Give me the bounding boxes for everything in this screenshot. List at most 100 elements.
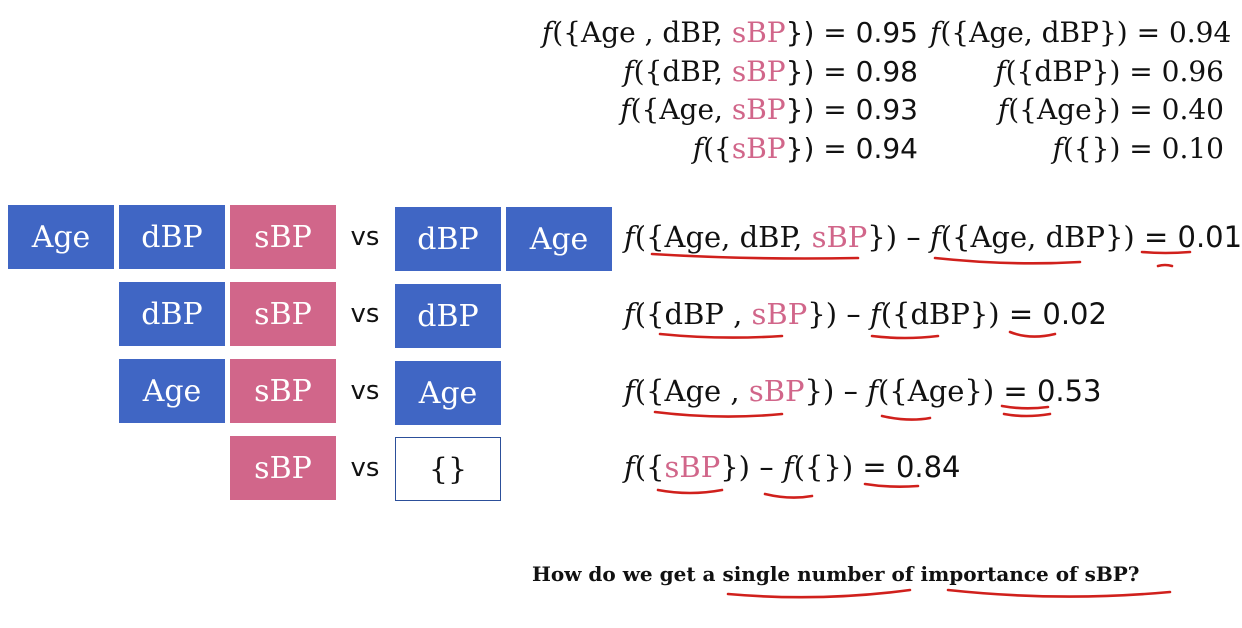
equations-with-sbp: f({Age , dBP, sBP}) = 0.95 f({dBP, sBP})… bbox=[500, 14, 918, 168]
equations-without-sbp: f({Age, dBP}) = 0.94 f({dBP}) = 0.96 f({… bbox=[930, 14, 1231, 169]
equation-prefix: ({dBP, bbox=[633, 54, 732, 88]
underline-mark bbox=[933, 256, 1082, 265]
underline-mark bbox=[650, 252, 860, 260]
difference-equation-4: f({sBP}) – f({}) = 0.84 bbox=[624, 450, 961, 484]
question-text: How do we get a single number of importa… bbox=[532, 562, 1140, 586]
function-f: f bbox=[624, 220, 635, 254]
underline-mark bbox=[863, 482, 920, 488]
equation-sbp: f({sBP}) = 0.94 bbox=[500, 130, 918, 169]
minus-sign: – bbox=[749, 450, 783, 484]
underline-mark bbox=[726, 588, 912, 599]
equals-sign: = bbox=[853, 450, 896, 484]
sbp-label: sBP bbox=[748, 374, 805, 408]
sbp-label: sBP bbox=[811, 220, 868, 254]
marginal-contribution: 0.53 bbox=[1036, 374, 1102, 408]
function-f: f bbox=[995, 54, 1006, 88]
diff-text: ({Age, dBP, bbox=[634, 220, 812, 254]
equation-suffix: }) = 0.94 bbox=[785, 131, 918, 165]
sbp-label: sBP bbox=[664, 450, 721, 484]
equation-suffix: }) = 0.93 bbox=[785, 93, 918, 126]
diff-text: }) bbox=[804, 374, 835, 408]
feature-box-age: Age bbox=[395, 361, 501, 425]
equation-empty-set: f({}) = 0.10 bbox=[930, 130, 1224, 169]
underline-mark bbox=[880, 414, 932, 421]
function-f: f bbox=[930, 16, 941, 49]
vs-label: vs bbox=[350, 299, 380, 329]
sbp-label: sBP bbox=[731, 131, 786, 165]
minus-sign: – bbox=[897, 220, 930, 254]
feature-box-dbp: dBP bbox=[119, 205, 225, 269]
diff-text: }) bbox=[720, 450, 750, 484]
underline-mark bbox=[658, 332, 784, 339]
minus-sign: – bbox=[834, 374, 868, 408]
empty-set-box: {} bbox=[395, 437, 501, 501]
feature-box-age: Age bbox=[119, 359, 225, 423]
function-f: f bbox=[782, 450, 794, 484]
equation-text: ({Age}) = 0.40 bbox=[1008, 93, 1224, 126]
feature-box-age: Age bbox=[8, 205, 114, 269]
vs-label: vs bbox=[350, 376, 380, 406]
equation-prefix: ({ bbox=[703, 131, 732, 165]
diff-text: ({dBP , bbox=[634, 297, 752, 331]
equation-text: ({}) = 0.10 bbox=[1062, 131, 1224, 165]
function-f: f bbox=[692, 131, 704, 165]
feature-box-sbp: sBP bbox=[230, 436, 336, 500]
equation-dbp: f({dBP}) = 0.96 bbox=[930, 53, 1224, 92]
difference-equation-2: f({dBP , sBP}) – f({dBP}) = 0.02 bbox=[624, 297, 1107, 331]
feature-box-sbp: sBP bbox=[230, 282, 336, 346]
equation-text: ({dBP}) = 0.96 bbox=[1005, 54, 1224, 88]
sbp-label: sBP bbox=[731, 54, 786, 88]
marginal-contribution: 0.01 bbox=[1177, 220, 1242, 254]
function-f: f bbox=[620, 93, 631, 126]
sbp-label: sBP bbox=[751, 297, 808, 331]
function-f: f bbox=[869, 297, 881, 331]
diff-text: }) bbox=[867, 220, 898, 254]
underline-mark bbox=[1008, 330, 1057, 338]
sbp-label: sBP bbox=[731, 16, 786, 49]
function-f: f bbox=[624, 297, 635, 331]
underline-mark bbox=[870, 334, 940, 340]
equation-age-dbp-sbp: f({Age , dBP, sBP}) = 0.95 bbox=[500, 14, 918, 53]
feature-box-age: Age bbox=[506, 207, 612, 271]
feature-box-dbp: dBP bbox=[395, 284, 501, 348]
sbp-label: sBP bbox=[731, 93, 786, 126]
diff-text: }) bbox=[807, 297, 838, 331]
function-f: f bbox=[1052, 131, 1063, 165]
underline-mark bbox=[653, 410, 784, 418]
difference-equation-1: f({Age, dBP, sBP}) – f({Age, dBP}) = 0.0… bbox=[624, 220, 1242, 254]
marginal-contribution: 0.84 bbox=[895, 450, 961, 484]
equation-age-dbp: f({Age, dBP}) = 0.94 bbox=[930, 14, 1231, 53]
diff-text: ({}) bbox=[793, 450, 854, 484]
equation-dbp-sbp: f({dBP, sBP}) = 0.98 bbox=[500, 53, 918, 92]
vs-label: vs bbox=[350, 222, 380, 252]
difference-equation-3: f({Age , sBP}) – f({Age}) = 0.53 bbox=[624, 374, 1102, 408]
equation-age: f({Age}) = 0.40 bbox=[930, 91, 1224, 130]
minus-sign: – bbox=[837, 297, 870, 331]
equation-age-sbp: f({Age, sBP}) = 0.93 bbox=[500, 91, 918, 130]
function-f: f bbox=[624, 450, 635, 484]
equation-suffix: }) = 0.95 bbox=[785, 16, 918, 49]
diff-text: ({dBP}) bbox=[880, 297, 1000, 331]
feature-box-dbp: dBP bbox=[395, 207, 501, 271]
function-f: f bbox=[997, 93, 1009, 126]
feature-box-sbp: sBP bbox=[230, 205, 336, 269]
feature-box-sbp: sBP bbox=[230, 359, 336, 423]
diff-text: ({Age , bbox=[634, 374, 749, 408]
underline-mark bbox=[763, 492, 814, 499]
function-f: f bbox=[623, 54, 634, 88]
equation-suffix: }) = 0.98 bbox=[785, 54, 918, 88]
marginal-contribution: 0.02 bbox=[1042, 297, 1107, 331]
underline-mark bbox=[946, 588, 1172, 598]
underline-mark bbox=[656, 488, 724, 495]
equals-sign: = bbox=[994, 374, 1037, 408]
underline-mark bbox=[1156, 263, 1174, 268]
diff-text: ({ bbox=[634, 450, 665, 484]
equation-text: ({Age, dBP}) = 0.94 bbox=[940, 16, 1232, 49]
feature-box-dbp: dBP bbox=[119, 282, 225, 346]
vs-label: vs bbox=[350, 453, 380, 483]
function-f: f bbox=[929, 220, 941, 254]
diff-text: ({Age}) bbox=[877, 374, 995, 408]
function-f: f bbox=[624, 374, 635, 408]
diff-text: ({Age, dBP}) bbox=[940, 220, 1135, 254]
equals-sign: = bbox=[1134, 220, 1178, 254]
